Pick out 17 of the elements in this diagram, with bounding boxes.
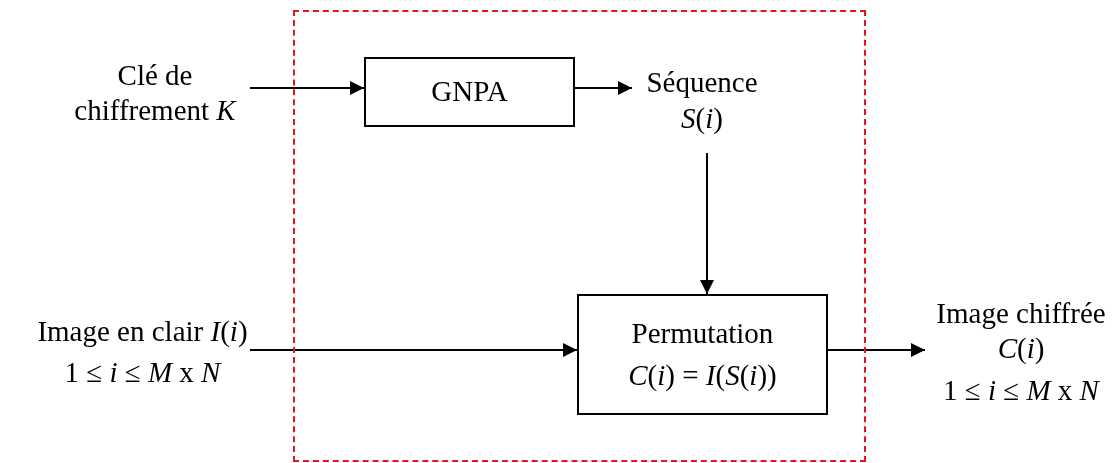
box-label: Permutation <box>631 316 774 352</box>
node-label: Image chiffrée C(i) <box>935 295 1107 367</box>
node-label: Séquence S(i) <box>645 65 759 136</box>
arrow <box>249 343 578 357</box>
process-box <box>364 57 575 127</box>
arrow <box>574 81 633 95</box>
node-label: 1 ≤ i ≤ M x N <box>64 355 221 390</box>
process-box <box>577 294 828 415</box>
arrow <box>700 152 714 295</box>
arrow <box>827 343 926 357</box>
box-label: GNPA <box>431 74 508 110</box>
box-label: C(i) = I(S(i)) <box>628 357 777 393</box>
arrow <box>249 81 365 95</box>
node-label: Clé de chiffrement K <box>73 57 238 128</box>
node-label: 1 ≤ i ≤ M x N <box>943 372 1099 408</box>
dashed-boundary <box>293 10 866 462</box>
node-label: Image en clair I(i) <box>37 313 248 349</box>
